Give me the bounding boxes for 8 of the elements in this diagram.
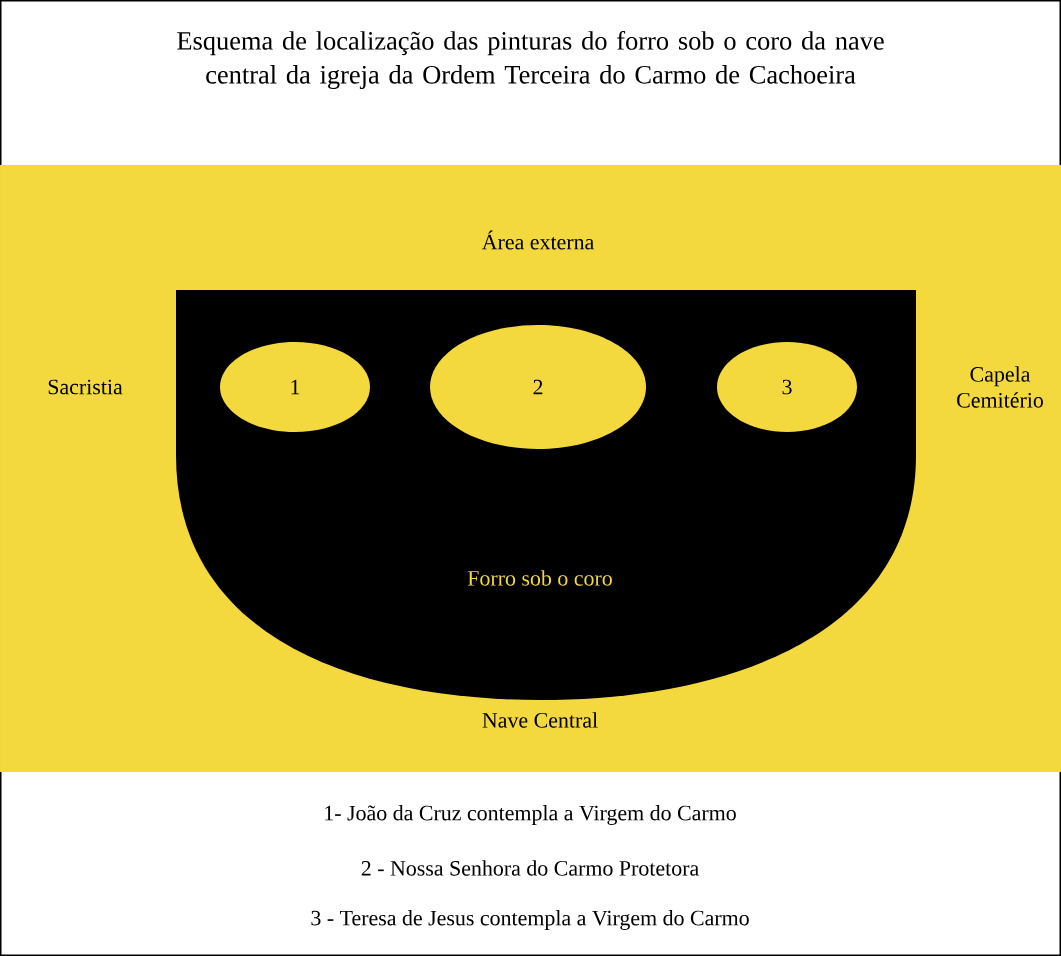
- legend-text: 2 - Nossa Senhora do Carmo Protetora: [361, 860, 699, 876]
- title: Esquema de localização das pinturas do forro sob o coro da nave central da igreja da Ordem Terceira do Carmo de Cachoeira: [177, 30, 884, 90]
- area-label: Nave Central: [482, 712, 598, 728]
- legend-text: 1- João da Cruz contempla a Virgem do Carmo: [325, 805, 736, 825]
- room-label: Sacristia: [48, 379, 123, 395]
- area-label: Área externa: [481, 230, 594, 250]
- room-label: Capela Cemitério: [957, 366, 1043, 408]
- legend-text: 3 - Teresa de Jesus contempla a Virgem do Carmo: [311, 910, 749, 930]
